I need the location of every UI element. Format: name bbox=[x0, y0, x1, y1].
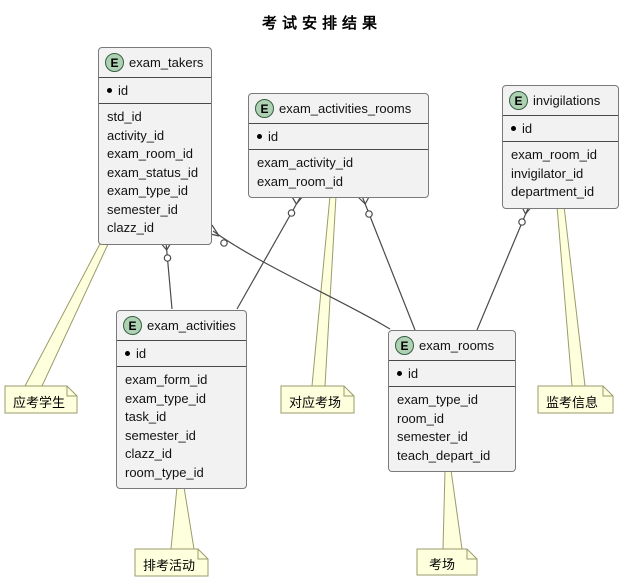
primary-key-dot-icon bbox=[257, 134, 262, 139]
entity-fields: exam_type_id room_id semester_id teach_d… bbox=[389, 386, 515, 471]
entity-fields: exam_form_id exam_type_id task_id semest… bbox=[117, 366, 246, 488]
field: exam_type_id bbox=[125, 390, 206, 406]
field: exam_room_id bbox=[107, 146, 193, 161]
note-students bbox=[4, 385, 78, 414]
relation-edges bbox=[159, 195, 533, 331]
entity-header: E exam_activities bbox=[117, 311, 246, 340]
note-exam-room bbox=[416, 548, 478, 576]
note-tail-exam-room bbox=[442, 469, 463, 550]
primary-key-row: id bbox=[117, 340, 246, 366]
entity-name: exam_activities bbox=[147, 318, 236, 333]
field: task_id bbox=[125, 409, 167, 424]
field: exam_status_id bbox=[107, 164, 199, 180]
primary-key-name: id bbox=[408, 366, 419, 381]
entity-name: exam_rooms bbox=[419, 338, 495, 353]
entity-exam-activities-rooms: E exam_activities_rooms id exam_activity… bbox=[248, 93, 429, 198]
entity-stereotype-icon: E bbox=[509, 91, 528, 110]
primary-key-name: id bbox=[522, 121, 533, 136]
entity-name: exam_takers bbox=[129, 55, 204, 70]
entity-fields: exam_activity_id exam_room_id bbox=[249, 149, 428, 197]
entity-exam-rooms: E exam_rooms id exam_type_id room_id sem… bbox=[388, 330, 516, 472]
primary-key-dot-icon bbox=[511, 126, 516, 131]
entity-header: E exam_activities_rooms bbox=[249, 94, 428, 123]
field: semester_id bbox=[397, 429, 468, 444]
note-scheduling-activity bbox=[134, 548, 209, 577]
note-bodies bbox=[4, 385, 614, 577]
entity-invigilations: E invigilations id exam_room_id invigila… bbox=[502, 85, 619, 209]
entity-stereotype-icon: E bbox=[255, 99, 274, 118]
entity-fields: std_id activity_id exam_room_id exam_sta… bbox=[99, 103, 211, 244]
entity-stereotype-icon: E bbox=[105, 53, 124, 72]
primary-key-name: id bbox=[136, 346, 147, 361]
edge-invigilations-exam-rooms bbox=[476, 205, 533, 331]
field: room_type_id bbox=[125, 464, 204, 480]
edge-exam-takers-exam-rooms bbox=[205, 224, 391, 330]
field: semester_id bbox=[125, 427, 196, 443]
field: invigilator_id bbox=[511, 165, 584, 181]
field: std_id bbox=[107, 109, 142, 124]
primary-key-row: id bbox=[249, 123, 428, 149]
entity-fields: exam_room_id invigilator_id department_i… bbox=[503, 141, 618, 208]
primary-key-dot-icon bbox=[125, 351, 130, 356]
note-tail-mapped-rooms bbox=[311, 195, 337, 387]
note-tail-students bbox=[24, 241, 110, 387]
field: department_id bbox=[511, 184, 595, 199]
note-label-students: 应考学生 bbox=[13, 395, 66, 410]
entity-exam-activities: E exam_activities id exam_form_id exam_t… bbox=[116, 310, 247, 489]
field: semester_id bbox=[107, 201, 178, 217]
field: room_id bbox=[397, 410, 444, 426]
note-label-scheduling-activity: 排考活动 bbox=[143, 558, 196, 573]
primary-key-row: id bbox=[99, 77, 211, 103]
note-label-invigilation-info: 监考信息 bbox=[546, 395, 599, 410]
primary-key-name: id bbox=[268, 129, 279, 144]
entity-header: E exam_takers bbox=[99, 48, 211, 77]
entity-exam-takers: E exam_takers id std_id activity_id exam… bbox=[98, 47, 212, 245]
field: exam_type_id bbox=[107, 183, 188, 198]
note-label-mapped-rooms: 对应考场 bbox=[289, 395, 342, 410]
primary-key-row: id bbox=[389, 360, 515, 386]
field: exam_type_id bbox=[397, 392, 478, 407]
primary-key-dot-icon bbox=[397, 371, 402, 376]
entity-header: E invigilations bbox=[503, 86, 618, 115]
entity-stereotype-icon: E bbox=[123, 316, 142, 335]
field: clazz_id bbox=[107, 220, 154, 235]
note-mapped-rooms bbox=[280, 385, 355, 414]
note-label-exam-room: 考场 bbox=[429, 557, 456, 572]
field: exam_room_id bbox=[511, 147, 597, 162]
field: teach_depart_id bbox=[397, 447, 491, 463]
note-invigilation-info bbox=[537, 385, 614, 414]
field: exam_activity_id bbox=[257, 155, 354, 170]
entity-stereotype-icon: E bbox=[395, 336, 414, 355]
edge-exam-takers-exam-activities bbox=[159, 241, 173, 310]
primary-key-dot-icon bbox=[107, 88, 112, 93]
entity-name: exam_activities_rooms bbox=[279, 101, 412, 116]
entity-name: invigilations bbox=[533, 93, 601, 108]
field: exam_room_id bbox=[257, 173, 343, 189]
entity-header: E exam_rooms bbox=[389, 331, 515, 360]
note-tail-invigilation-info bbox=[556, 205, 586, 387]
edge-exam-activities-rooms-exam-rooms bbox=[356, 195, 416, 331]
primary-key-row: id bbox=[503, 115, 618, 141]
diagram-title: 考试安排结果 bbox=[262, 15, 383, 32]
primary-key-name: id bbox=[118, 83, 129, 98]
note-tail-scheduling-activity bbox=[170, 486, 195, 550]
field: activity_id bbox=[107, 127, 165, 143]
field: clazz_id bbox=[125, 446, 172, 461]
field: exam_form_id bbox=[125, 372, 208, 387]
